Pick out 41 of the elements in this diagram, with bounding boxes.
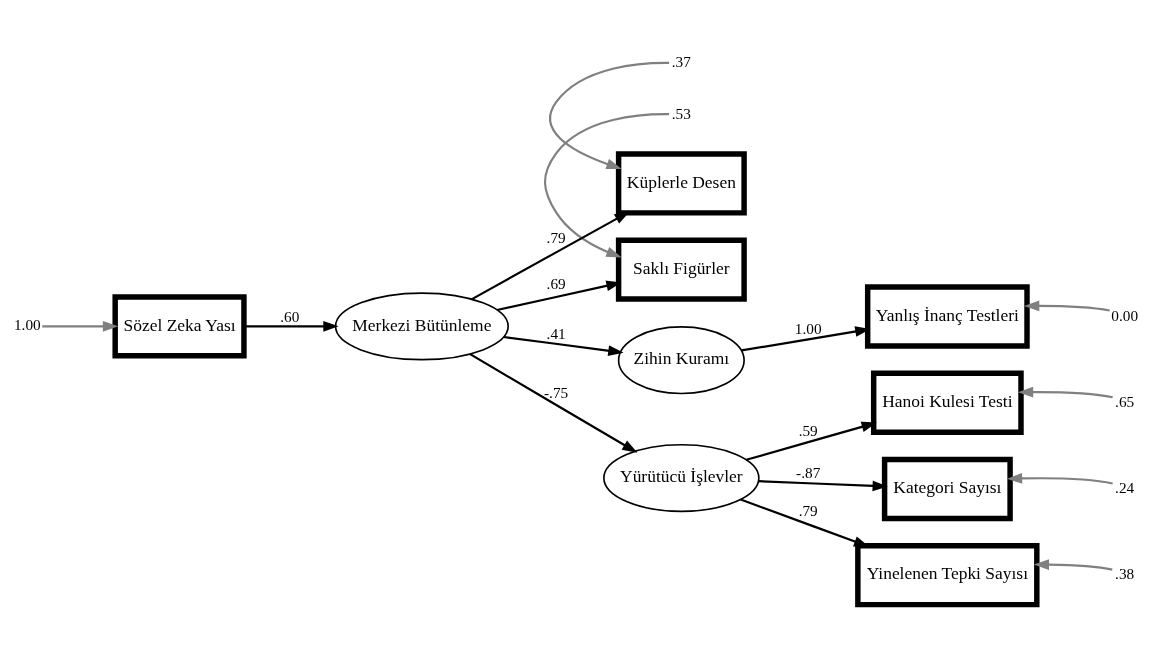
arrow bbox=[42, 320, 119, 332]
arrow bbox=[543, 112, 670, 257]
arrow bbox=[244, 320, 339, 332]
arrow bbox=[1006, 472, 1113, 485]
edge-label: .60 bbox=[280, 307, 300, 325]
node-text: .24 bbox=[1115, 478, 1135, 496]
node-box: Küplerle Desen bbox=[615, 150, 747, 216]
node-text: .65 bbox=[1115, 392, 1135, 410]
arrow bbox=[1017, 386, 1113, 398]
node-text: 1.00 bbox=[13, 315, 41, 333]
edge-label: .59 bbox=[798, 421, 818, 439]
node-box: Saklı Figürler bbox=[615, 236, 747, 302]
arrow bbox=[469, 352, 638, 453]
arrow bbox=[496, 280, 622, 311]
node-box: Sözel Zeka Yası bbox=[112, 293, 247, 359]
edge-label: 1.00 bbox=[794, 319, 822, 337]
node-ellipse: Zihin Kuramı bbox=[617, 325, 745, 394]
edge-label: .79 bbox=[798, 501, 818, 519]
edge-label: .41 bbox=[546, 324, 566, 342]
node-text: .37 bbox=[671, 52, 691, 70]
node-ellipse: Merkezi Bütünleme bbox=[334, 291, 509, 360]
edge-label: -.87 bbox=[796, 463, 821, 481]
arrow bbox=[1024, 300, 1110, 312]
node-ellipse: Yürütücü İşlevler bbox=[603, 443, 760, 512]
arrow bbox=[758, 479, 888, 491]
node-box: Yinelenen Tepki Sayısı bbox=[855, 542, 1040, 607]
arrow bbox=[741, 325, 871, 351]
node-box: Kategori Sayısı bbox=[881, 456, 1013, 521]
arrow bbox=[503, 335, 624, 356]
arrow bbox=[471, 210, 630, 300]
arrow bbox=[746, 421, 877, 461]
edge-label: .69 bbox=[546, 274, 566, 292]
arrow bbox=[1033, 558, 1113, 571]
node-text: .53 bbox=[671, 104, 691, 122]
node-box: Yanlış İnanç Testleri bbox=[864, 283, 1030, 349]
node-text: .38 bbox=[1115, 564, 1135, 582]
node-text: 0.00 bbox=[1111, 306, 1139, 324]
edge-label: .79 bbox=[546, 228, 566, 246]
arrow bbox=[549, 61, 670, 169]
node-box: Hanoi Kulesi Testi bbox=[870, 370, 1024, 435]
edge-label: -.75 bbox=[544, 383, 569, 401]
